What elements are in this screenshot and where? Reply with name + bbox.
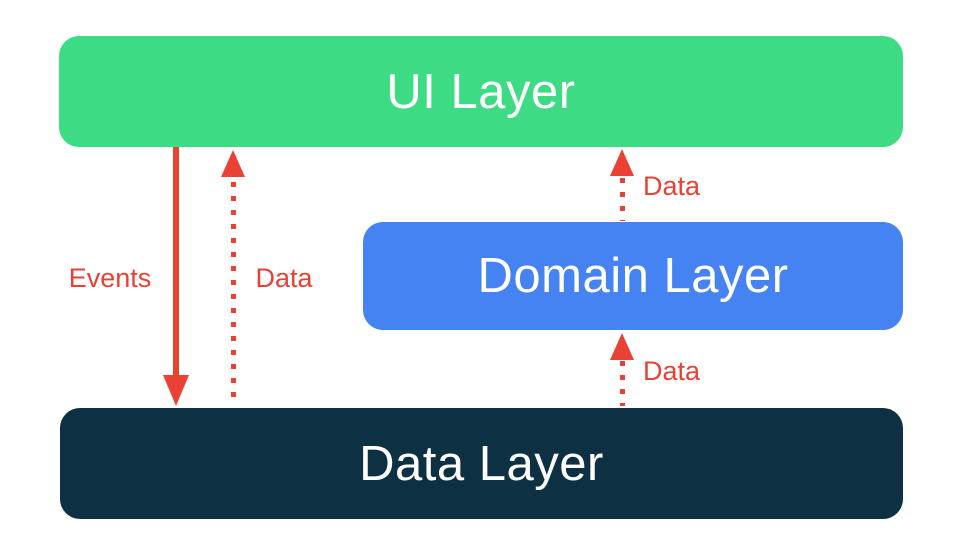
data-to-ui-arrow-label: Data xyxy=(255,263,313,293)
arrowhead-down-icon xyxy=(163,375,189,406)
data-layer-box: Data Layer xyxy=(60,408,903,519)
ui-layer-box: UI Layer xyxy=(59,36,903,147)
domain-to-ui-arrow-label: Data xyxy=(643,171,701,201)
data-to-domain-arrow-label: Data xyxy=(643,356,701,386)
data-to-ui-arrow-line xyxy=(231,182,236,405)
arrowhead-up-icon xyxy=(221,150,245,177)
arrowhead-up-icon xyxy=(610,333,634,360)
domain-layer-label: Domain Layer xyxy=(477,249,789,303)
arrowhead-up-icon xyxy=(610,149,634,176)
ui-layer-label: UI Layer xyxy=(386,64,576,119)
events-arrow-label: Events xyxy=(68,263,152,293)
data-to-domain-arrow-line xyxy=(620,361,625,406)
domain-to-ui-arrow-line xyxy=(620,178,625,221)
data-layer-label: Data Layer xyxy=(359,436,604,491)
domain-layer-box: Domain Layer xyxy=(363,222,903,330)
events-arrow-line xyxy=(173,147,179,376)
